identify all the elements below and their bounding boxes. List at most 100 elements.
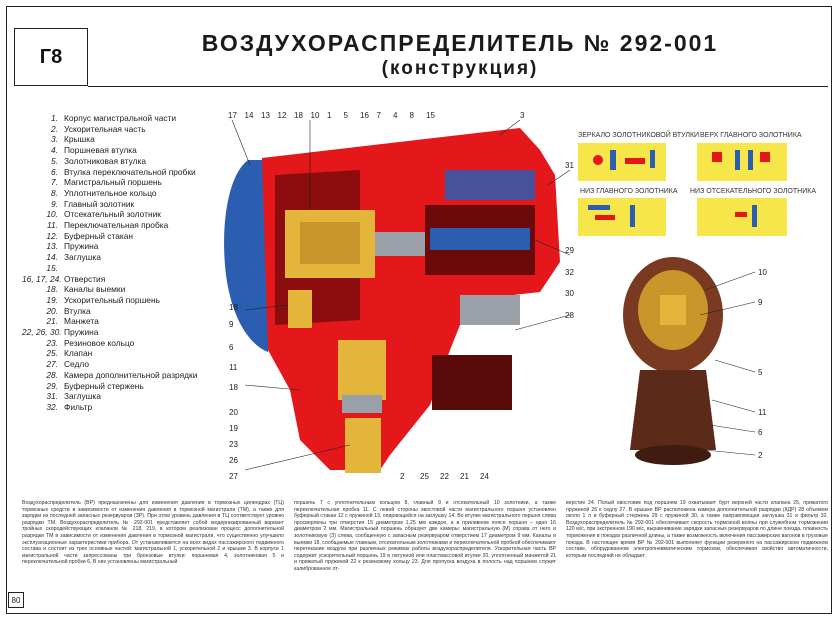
legend-item: 13.Пружина xyxy=(22,241,212,252)
accelerator-sleeve xyxy=(342,395,382,413)
cross-section xyxy=(224,128,560,473)
legend-item-text: Отверстия xyxy=(64,273,106,284)
main-bottom-box xyxy=(578,198,666,236)
legend-item-number: 28. xyxy=(46,369,58,380)
callout-number: 10 xyxy=(311,111,320,120)
callout-number: 9 xyxy=(229,320,234,329)
legend-item: 29.Буферный стержень xyxy=(22,381,212,392)
callout-number: 20 xyxy=(229,408,238,417)
legend-item: 9. Главный золотник xyxy=(22,199,212,210)
legend-item-number: 25. xyxy=(46,348,58,359)
legend-item-text: Пружина xyxy=(64,327,99,338)
legend-item: 3.Крышка xyxy=(22,134,212,145)
callout-number: 6 xyxy=(229,343,234,352)
plug-31 xyxy=(460,295,520,325)
callout-number: 30 xyxy=(565,289,574,298)
poster-code: Г8 xyxy=(14,28,88,86)
callout-top-right: 3 xyxy=(520,111,525,120)
legend-item-text: Главный золотник xyxy=(64,198,135,209)
callout-number: 28 xyxy=(565,311,574,320)
legend-item: 1. Корпус магистральной части xyxy=(22,113,212,124)
callouts-right: 31 29 32 30 28 xyxy=(565,161,574,320)
page-title: ВОЗДУХОРАСПРЕДЕЛИТЕЛЬ № 292-001 xyxy=(201,30,719,56)
legend-item-number: 3. xyxy=(51,134,58,145)
legend-item-number: 8. xyxy=(51,187,58,198)
callout-number: 4 xyxy=(393,111,398,120)
legend-item-text: Каналы выемки xyxy=(64,284,126,295)
legend-item: 12.Буферный стакан xyxy=(22,231,212,242)
legend-item: 6.Втулка переключательной пробки xyxy=(22,167,212,178)
legend-item-text: Заглушка xyxy=(64,391,101,402)
legend-item-text: Втулка xyxy=(64,305,91,316)
main-top-box xyxy=(697,143,787,181)
legend-item: 18. Каналы выемки xyxy=(22,284,212,295)
callout-number: 31 xyxy=(565,161,574,170)
callout-number: 32 xyxy=(565,268,574,277)
callout-number: 11 xyxy=(758,408,767,417)
callout-number: 5 xyxy=(758,368,763,377)
legend-item-text: Седло xyxy=(64,359,90,370)
legend-item: 28. Камера дополнительной разрядки xyxy=(22,370,212,381)
buffer-spring xyxy=(430,228,530,250)
callout-number: 29 xyxy=(565,246,574,255)
legend-item: 19.Ускорительный поршень xyxy=(22,295,212,306)
legend-item-text: Манжета xyxy=(64,316,99,327)
legend-item-text: Резиновое кольцо xyxy=(64,337,135,348)
legend-item-text: Корпус магистральной части xyxy=(64,113,177,123)
legend-item-text: Отсекательный золотник xyxy=(64,209,161,220)
callout-number: 10 xyxy=(758,268,767,277)
callout-number: 2 xyxy=(400,472,405,481)
legend-item-text: Ускорительная часть xyxy=(64,123,146,134)
legend-item-text: Поршневая втулка xyxy=(64,145,137,156)
callout-number: 11 xyxy=(229,363,238,372)
callout-number: 22 xyxy=(440,472,449,481)
callout-number: 26 xyxy=(229,456,238,465)
legend-item: 14.Заглушка xyxy=(22,252,212,263)
legend-item-number: 2. xyxy=(51,123,58,134)
upper-channel xyxy=(445,170,535,200)
legend-item-number: 9. xyxy=(51,198,58,209)
callout-number: 27 xyxy=(229,472,238,481)
legend-item-number: 5. xyxy=(51,155,58,166)
label-mirror-sleeve: ЗЕРКАЛО ЗОЛОТНИКОВОЙ ВТУЛКИ xyxy=(578,132,700,139)
callout-number: 12 xyxy=(278,111,287,120)
callout-number: 15 xyxy=(426,111,435,120)
legend-item: 2. Ускорительная часть xyxy=(22,124,212,135)
page-subtitle: (конструкция) xyxy=(381,58,539,79)
piston-sleeve xyxy=(300,222,360,264)
legend-item: 10.Отсекательный золотник xyxy=(22,209,212,220)
legend-item-text: Заглушка xyxy=(64,252,101,263)
legend-item-text: Клапан xyxy=(64,348,93,359)
legend-item: 31.Заглушка xyxy=(22,391,212,402)
callout-number: 6 xyxy=(758,428,763,437)
callout-number: 18 xyxy=(229,383,238,392)
legend-item: 32.Фильтр xyxy=(22,402,212,413)
legend-item-number: 1. xyxy=(51,113,58,123)
legend-item-number: 11. xyxy=(46,220,58,231)
legend-item: 20.Втулка xyxy=(22,306,212,317)
spool-details xyxy=(578,143,787,236)
legend-item-text: Камера дополнительной разрядки xyxy=(64,369,198,380)
legend-item-text: Втулка переключательной пробки xyxy=(64,166,196,177)
legend-item-text: Буферный стакан xyxy=(64,230,133,241)
text-column-1: Воздухораспределитель (ВР) предназначены… xyxy=(22,500,284,566)
legend-item-text: Фильтр xyxy=(64,401,93,412)
legend-item: 11.Переключательная пробка xyxy=(22,220,212,231)
legend-item-number: 16, 17, 24. xyxy=(22,273,62,284)
legend-item-number: 4. xyxy=(51,145,58,156)
legend-item-number: 18. xyxy=(46,284,58,295)
legend-item-number: 29. xyxy=(46,380,58,391)
valve-seat xyxy=(345,418,381,473)
photo-base xyxy=(630,370,716,450)
legend-item: 16, 17, 24.Отверстия xyxy=(22,274,212,285)
valve-photo xyxy=(623,257,756,465)
legend-item: 25. Клапан xyxy=(22,348,212,359)
callout-number: 5 xyxy=(344,111,349,120)
callout-number: 13 xyxy=(261,111,270,120)
callout-number: 2 xyxy=(758,451,763,460)
